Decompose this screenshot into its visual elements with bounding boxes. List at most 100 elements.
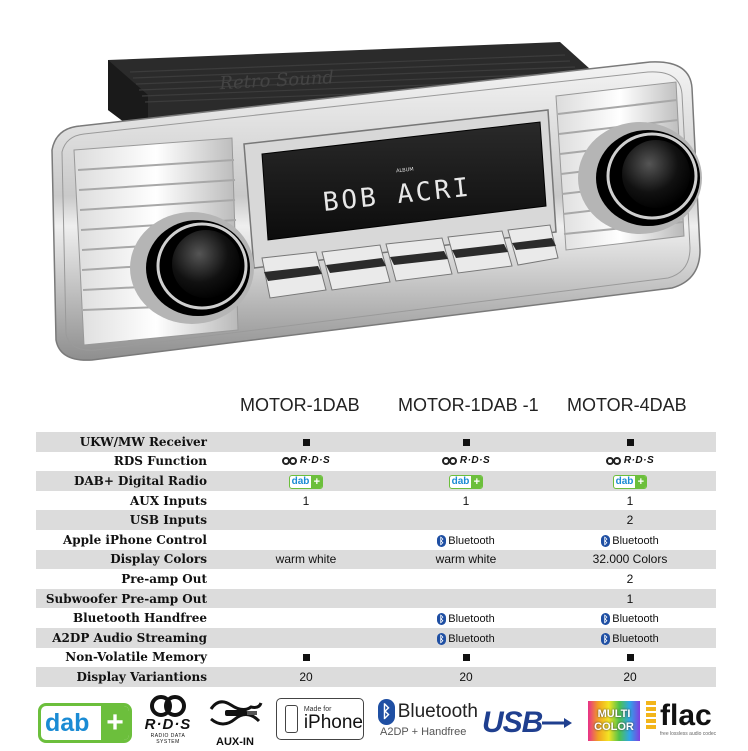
feature-label: USB Inputs	[129, 513, 207, 528]
feature-label: Non-Volatile Memory	[65, 650, 207, 665]
usb-logo: USB	[482, 703, 584, 743]
tuning-knob[interactable]	[578, 122, 702, 234]
table-row: RDS Function R·D·S R·D·S R·D·S	[36, 452, 716, 472]
multicolor-logo: MULTI COLOR	[588, 701, 640, 741]
feature-cell	[550, 435, 710, 449]
made-for-text: Made for	[303, 706, 332, 713]
feature-cell	[226, 435, 386, 449]
feature-label: Pre-amp Out	[121, 571, 207, 586]
feature-cell: 1	[302, 493, 310, 508]
bluetooth-badge-text: Bluetooth	[612, 534, 659, 547]
bluetooth-icon: ᛒ	[437, 632, 447, 645]
bluetooth-badge-text: Bluetooth	[612, 613, 659, 626]
aux-logo-text: AUX-IN	[216, 736, 254, 748]
bluetooth-icon: ᛒ	[437, 613, 447, 626]
feature-cell: R·D·S	[386, 454, 546, 469]
feature-cell: 32.000 Colors	[592, 552, 668, 567]
rds-rings-icon	[148, 693, 188, 717]
rds-logo-text: R·D·S	[144, 716, 192, 733]
faceplate-inner-edge	[61, 71, 691, 351]
table-row: UKW/MW Receiver	[36, 432, 716, 452]
display-small-label: ALBUM	[396, 167, 414, 175]
feature-label: RDS Function	[113, 454, 207, 469]
bluetooth-badge-text: Bluetooth	[612, 632, 659, 645]
flac-logo-text: flac	[660, 699, 712, 732]
bluetooth-icon: ᛒ	[378, 699, 395, 725]
bluetooth-icon: ᛒ	[601, 613, 611, 626]
volume-knob[interactable]	[130, 212, 254, 324]
feature-cell: R·D·S	[550, 454, 710, 469]
feature-label: UKW/MW Receiver	[79, 434, 207, 449]
included-square-icon	[462, 438, 470, 446]
bluetooth-logo-subtext: A2DP + Handfree	[380, 726, 467, 738]
feature-label: Subwoofer Pre-amp Out	[45, 591, 207, 606]
feature-label: Display Colors	[110, 552, 207, 567]
feature-cell: 1	[626, 493, 634, 508]
feature-cell: warm white	[435, 552, 497, 567]
made-for-iphone-logo: Made for iPhone	[276, 698, 364, 740]
aux-cable-icon	[209, 700, 263, 726]
rds-badge-text: R·D·S	[299, 454, 331, 466]
dab-badge-text: dab	[451, 475, 470, 487]
feature-cell: dab+	[386, 473, 546, 489]
feature-label: Bluetooth Handfree	[72, 611, 207, 626]
feature-label: Display Variantions	[76, 669, 207, 684]
included-square-icon	[626, 438, 634, 446]
flac-logo: flac free lossless audio codec	[646, 701, 720, 743]
rds-logo-subtext: RADIO DATA SYSTEM	[150, 733, 186, 745]
included-square-icon	[626, 654, 634, 662]
usb-logo-text: USB	[482, 706, 543, 739]
bluetooth-icon: ᛒ	[601, 632, 611, 645]
dab-badge-plus: +	[471, 475, 483, 488]
rds-badge-text: R·D·S	[459, 454, 491, 466]
feature-cell: 1	[626, 591, 634, 606]
feature-logo-strip: dab + R·D·S RADIO DATA SYSTEM AUX-IN Mad…	[0, 693, 748, 751]
bluetooth-badge-text: Bluetooth	[448, 534, 495, 547]
feature-cell	[550, 650, 710, 664]
included-square-icon	[302, 438, 310, 446]
dab-plus-logo: dab +	[38, 703, 132, 743]
rds-logo: R·D·S RADIO DATA SYSTEM	[142, 693, 194, 747]
feature-label: DAB+ Digital Radio	[73, 473, 207, 488]
included-square-icon	[302, 654, 310, 662]
feature-cell: 20	[299, 669, 313, 684]
dab-badge-icon: dab+	[288, 474, 324, 489]
rds-badge-icon: R·D·S	[605, 454, 655, 468]
rds-badge-icon: R·D·S	[441, 454, 491, 468]
feature-cell: R·D·S	[226, 454, 386, 469]
included-square-icon	[462, 654, 470, 662]
feature-cell: 2	[626, 571, 634, 586]
model-header-row: MOTOR-1DAB MOTOR-1DAB -1 MOTOR-4DAB	[0, 395, 748, 419]
feature-cell	[386, 650, 546, 664]
usb-trident-icon	[542, 718, 573, 728]
bluetooth-icon: ᛒ	[601, 534, 611, 547]
table-row: Non-Volatile Memory	[36, 648, 716, 668]
iphone-device-icon	[285, 705, 298, 733]
preset-buttons[interactable]	[261, 224, 559, 299]
dab-badge-text: dab	[291, 475, 310, 487]
table-row: Pre-amp Out 2	[36, 569, 716, 589]
bluetooth-logo-text: Bluetooth	[397, 701, 478, 722]
rds-badge-text: R·D·S	[623, 454, 655, 466]
multicolor-line2: COLOR	[594, 721, 634, 733]
bluetooth-icon: ᛒ	[437, 534, 447, 547]
model-name: MOTOR-1DAB -1	[398, 395, 539, 415]
feature-cell: 20	[623, 669, 637, 684]
feature-cell: warm white	[275, 552, 337, 567]
bluetooth-badge-text: Bluetooth	[448, 613, 495, 626]
model-name: MOTOR-1DAB	[240, 395, 360, 415]
dab-badge-plus: +	[311, 475, 323, 488]
dab-badge-icon: dab+	[448, 474, 484, 489]
